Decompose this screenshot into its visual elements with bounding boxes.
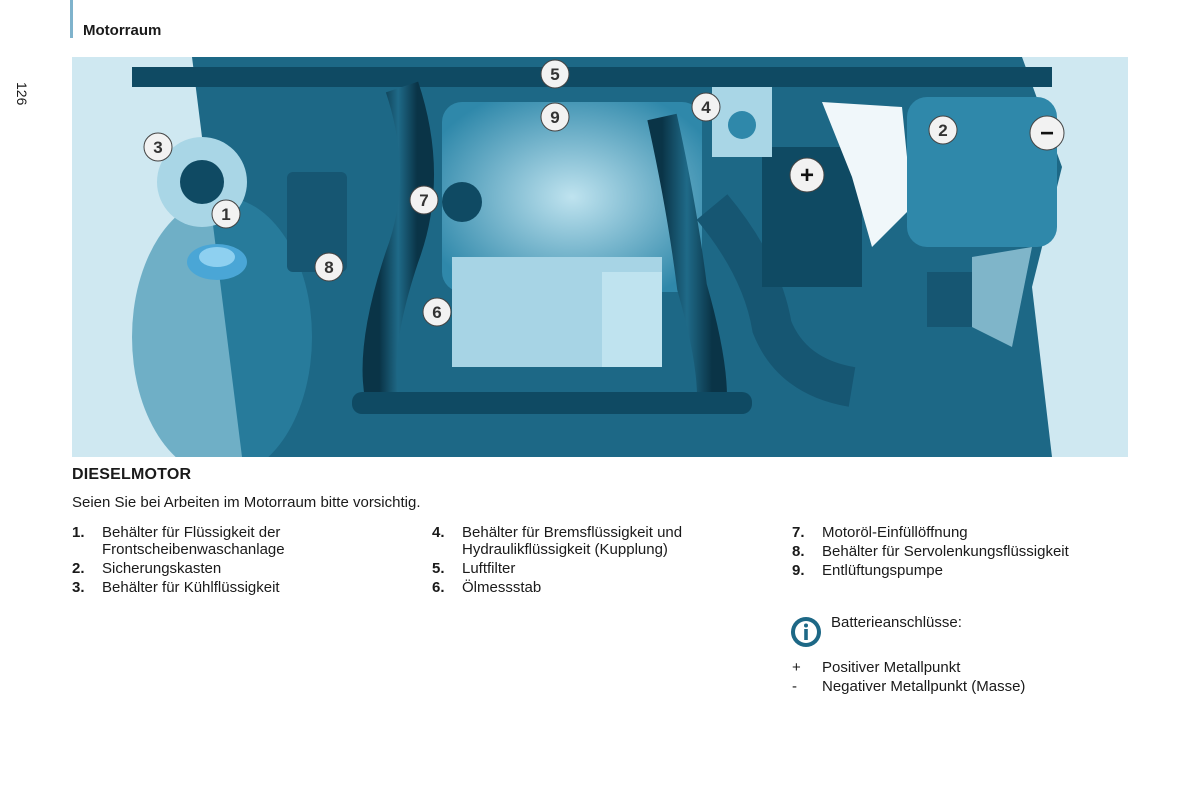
callout-9-label: 9 (550, 108, 559, 127)
battery-point: - Negativer Metallpunkt (Masse) (792, 677, 1025, 696)
legend-item-number: 8. (792, 543, 822, 560)
callout-2-label: 2 (938, 121, 947, 140)
intro-text: Seien Sie bei Arbeiten im Motorraum bitt… (72, 494, 421, 511)
callout-1-label: 1 (221, 205, 230, 224)
legend-item-text: Sicherungskasten (102, 560, 221, 577)
battery-minus-marker: − (1030, 116, 1064, 150)
legend-item-text: Luftfilter (462, 560, 515, 577)
legend-item: 9. Entlüftungspumpe (792, 562, 1132, 579)
callout-8-label: 8 (324, 258, 333, 277)
callout-3: 3 (144, 133, 172, 161)
legend-item: 3. Behälter für Kühlflüssigkeit (72, 579, 392, 596)
engine-bay-illustration: 5 9 4 2 3 1 7 8 (72, 57, 1128, 457)
battery-point-symbol: + (792, 658, 822, 677)
callout-2: 2 (929, 116, 957, 144)
legend-item-number: 3. (72, 579, 102, 596)
section-heading: DIESELMOTOR (72, 466, 191, 484)
battery-point-text: Positiver Metallpunkt (822, 658, 960, 677)
battery-minus-label: − (1040, 120, 1054, 147)
legend-item-number: 7. (792, 524, 822, 541)
legend-item-text: Ölmessstab (462, 579, 541, 596)
legend-item-number: 2. (72, 560, 102, 577)
legend-item-number: 4. (432, 524, 462, 558)
info-label: Batterieanschlüsse: (831, 614, 962, 631)
battery-plus-label: + (800, 162, 814, 189)
page-number: 126 (14, 82, 30, 105)
callout-9: 9 (541, 103, 569, 131)
callout-1: 1 (212, 200, 240, 228)
legend-item-number: 5. (432, 560, 462, 577)
legend-item: 8. Behälter für Servolenkungsflüssigkeit (792, 543, 1132, 560)
callout-5-label: 5 (550, 65, 559, 84)
battery-point: + Positiver Metallpunkt (792, 658, 1025, 677)
legend-item: 7. Motoröl-Einfüllöffnung (792, 524, 1132, 541)
legend-item-text: Behälter für Servolenkungsflüssigkeit (822, 543, 1069, 560)
section-marker-bar (70, 0, 73, 38)
callout-6-label: 6 (432, 303, 441, 322)
legend-item-number: 9. (792, 562, 822, 579)
battery-plus-marker: + (790, 158, 824, 192)
legend-item-text: Motoröl-Einfüllöffnung (822, 524, 968, 541)
callout-7: 7 (410, 186, 438, 214)
legend-item: 2. Sicherungskasten (72, 560, 392, 577)
legend-item-number: 6. (432, 579, 462, 596)
legend-column-3: 7. Motoröl-Einfüllöffnung 8. Behälter fü… (792, 524, 1132, 581)
callout-8: 8 (315, 253, 343, 281)
callout-6: 6 (423, 298, 451, 326)
battery-point-symbol: - (792, 677, 822, 696)
legend-item: 6. Ölmessstab (432, 579, 752, 596)
engine-bay-drawing: 5 9 4 2 3 1 7 8 (72, 57, 1128, 457)
section-title: Motorraum (83, 22, 161, 39)
legend-item-text: Entlüftungspumpe (822, 562, 943, 579)
battery-points-list: + Positiver Metallpunkt - Negativer Meta… (792, 658, 1025, 696)
callout-5: 5 (541, 60, 569, 88)
info-icon (790, 616, 822, 648)
legend-item-text: Behälter für Kühlflüssigkeit (102, 579, 280, 596)
callout-7-label: 7 (419, 191, 428, 210)
callout-4: 4 (692, 93, 720, 121)
legend-item-number: 1. (72, 524, 102, 558)
legend-item: 5. Luftfilter (432, 560, 752, 577)
battery-point-text: Negativer Metallpunkt (Masse) (822, 677, 1025, 696)
callout-3-label: 3 (153, 138, 162, 157)
callout-4-label: 4 (701, 98, 711, 117)
